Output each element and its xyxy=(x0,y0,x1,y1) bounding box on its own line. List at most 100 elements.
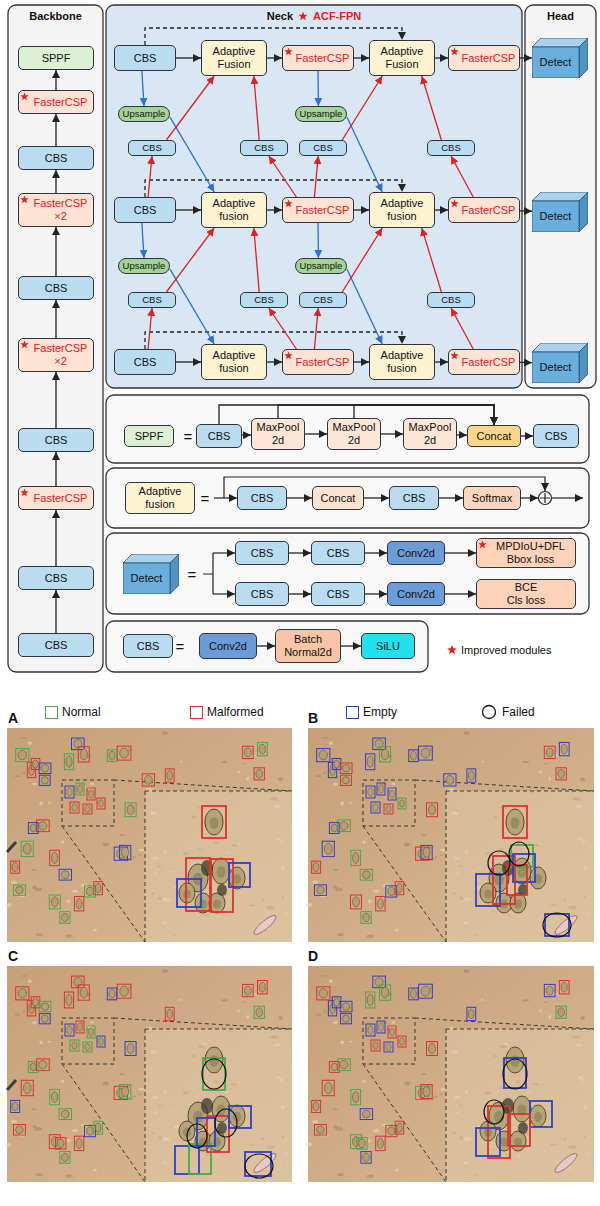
cell xyxy=(423,847,430,857)
debris-stripe xyxy=(7,1080,16,1090)
improved-star xyxy=(298,11,308,21)
debris-speck xyxy=(32,783,37,786)
connector-arrow xyxy=(305,433,327,434)
debris-speck xyxy=(315,1014,321,1016)
debris-speck xyxy=(180,761,183,763)
detection-box xyxy=(74,1136,83,1150)
cell-nucleus xyxy=(213,900,221,909)
cell xyxy=(61,1110,69,1118)
detection-box xyxy=(39,1014,50,1024)
cell xyxy=(367,756,373,767)
module-box: Conv2d xyxy=(387,541,445,565)
debris-speck xyxy=(429,986,433,990)
connector-arrow xyxy=(142,71,144,106)
zoomed-cell xyxy=(212,858,230,884)
detection-box xyxy=(64,754,73,770)
detection-box xyxy=(421,845,432,859)
debris-speck xyxy=(94,929,97,932)
connector-arrow xyxy=(142,223,144,258)
debris-speck xyxy=(103,1082,109,1086)
connector-arrow xyxy=(381,433,403,434)
module-box: CBS xyxy=(235,541,289,565)
detection-box xyxy=(332,759,341,770)
connector-arrow xyxy=(148,308,152,349)
debris-speck xyxy=(23,772,25,774)
connector-arrow xyxy=(267,361,282,362)
cell xyxy=(89,790,94,798)
connector-arrow xyxy=(354,209,369,210)
debris-speck xyxy=(221,999,228,1001)
detection-box xyxy=(395,882,404,895)
detection-box xyxy=(467,1007,476,1020)
connector-arrow xyxy=(55,510,56,566)
improved-star xyxy=(478,540,486,548)
module-box: Adaptive Fusion xyxy=(201,40,267,76)
module-box: Concat xyxy=(312,486,364,510)
node-text: CBS xyxy=(545,430,568,443)
detection-box xyxy=(107,750,116,762)
connector-arrow xyxy=(289,593,311,594)
connector-arrow xyxy=(267,209,282,210)
improved-star xyxy=(20,340,29,349)
module-box: CBS xyxy=(123,634,173,658)
node-text: CBS xyxy=(45,152,68,165)
cell xyxy=(381,749,388,760)
debris-speck xyxy=(337,1173,344,1176)
detection-box xyxy=(507,865,527,895)
zoomed-cell xyxy=(530,1105,546,1127)
improved-star xyxy=(20,340,28,348)
module-box: CBS xyxy=(235,582,289,606)
detection-box xyxy=(513,854,535,882)
detection-box xyxy=(70,802,79,813)
node-text: Upsample xyxy=(123,109,166,120)
node-text: Conv2d xyxy=(397,547,435,560)
legend-text: Failed xyxy=(502,705,535,719)
node-text: Adaptive fusion xyxy=(373,349,431,374)
connector-arrow xyxy=(451,156,473,197)
cube-label-holder: Detect xyxy=(532,352,579,383)
cell xyxy=(363,913,370,921)
detection-box xyxy=(242,746,253,758)
detection-box xyxy=(254,768,264,780)
cell xyxy=(423,1087,430,1097)
cell xyxy=(122,847,129,857)
cell xyxy=(120,748,129,758)
debris-speck xyxy=(180,999,183,1001)
debris-speck xyxy=(14,1014,20,1016)
sum-symbol xyxy=(540,493,550,503)
cell xyxy=(67,788,72,796)
connector-arrow xyxy=(422,228,442,292)
node-text: Upsample xyxy=(300,261,343,272)
node-text: SiLU xyxy=(376,640,400,653)
debris-speck xyxy=(337,933,344,936)
cube-face xyxy=(579,38,588,78)
debris-speck xyxy=(373,1129,379,1132)
detection-box xyxy=(97,1036,105,1047)
panel-letter: D xyxy=(308,948,318,964)
debris-speck xyxy=(246,1015,249,1019)
debris-speck xyxy=(362,841,365,844)
improved-star xyxy=(284,199,292,207)
zoomed-cell xyxy=(205,1047,223,1073)
debris-speck xyxy=(548,1015,551,1019)
improved-star xyxy=(450,47,458,55)
debris-speck xyxy=(34,888,42,892)
debris-speck xyxy=(128,748,132,752)
cell xyxy=(390,1028,395,1036)
debris-speck xyxy=(11,1120,17,1124)
cell xyxy=(546,748,553,757)
cell xyxy=(334,998,340,1006)
detection-box xyxy=(376,1136,385,1150)
debris-speck xyxy=(395,929,398,932)
detection-box xyxy=(421,1085,432,1099)
inset-frame xyxy=(62,780,114,826)
dark-debris xyxy=(217,1122,227,1134)
debris-speck xyxy=(335,1127,343,1131)
sum-arrow xyxy=(521,497,538,498)
zoom-region xyxy=(145,1029,292,1182)
detection-box xyxy=(39,763,51,774)
zoom-region xyxy=(446,791,594,942)
cell xyxy=(331,824,337,832)
detection-box xyxy=(317,749,330,762)
